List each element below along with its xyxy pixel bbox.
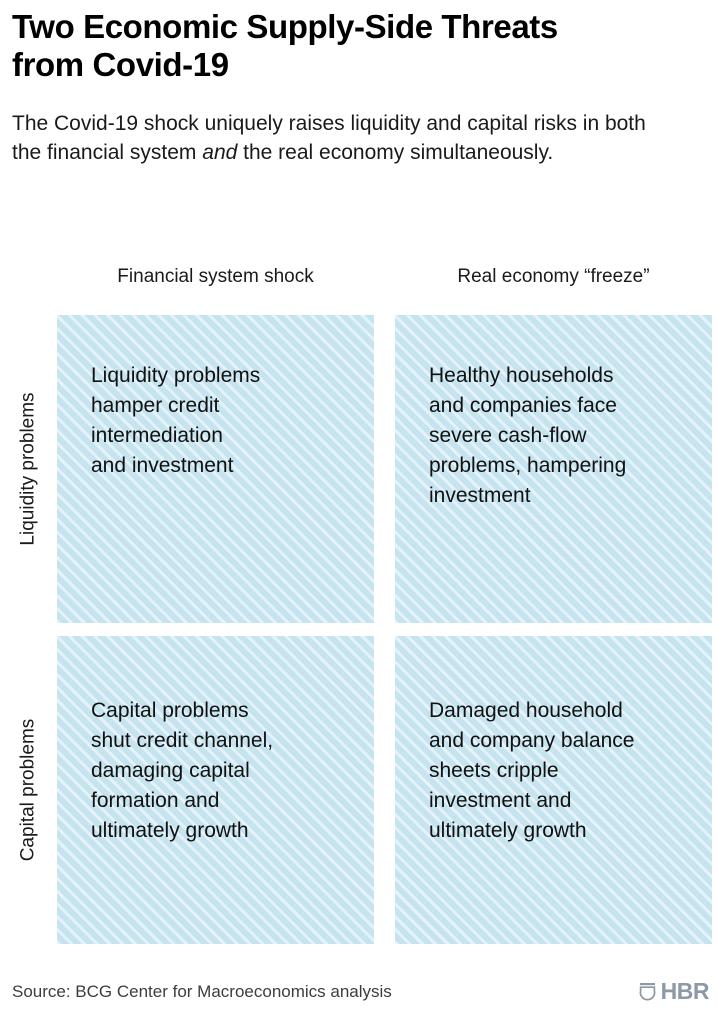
- column-header-row: Financial system shock Real economy “fre…: [0, 266, 717, 300]
- matrix-cell-text: Liquidity problems hamper credit interme…: [91, 364, 261, 478]
- source-note: Source: BCG Center for Macroeconomics an…: [12, 982, 392, 1001]
- row-label-capital-problems-text: Capital problems: [17, 718, 39, 862]
- matrix-cell-capital-financial: Capital problems shut credit channel, da…: [57, 636, 374, 944]
- header: Two Economic Supply-Side Threats from Co…: [12, 8, 702, 168]
- column-header-financial-system-shock: Financial system shock: [117, 266, 314, 287]
- hbr-shield-icon: [639, 983, 656, 1001]
- subtitle-part-1: The Covid-19 shock uniquely raises liqui…: [12, 111, 646, 164]
- row-label-liquidity-problems-text: Liquidity problems: [17, 392, 39, 546]
- subtitle-part-2: the real economy simultaneously.: [237, 140, 554, 164]
- matrix-grid: Liquidity problems Capital problems Liqu…: [0, 315, 717, 944]
- column-header-real-economy-freeze: Real economy “freeze”: [457, 266, 650, 287]
- matrix-cell-text: Capital problems shut credit channel, da…: [91, 699, 274, 843]
- hbr-logo: HBR: [639, 978, 710, 1004]
- matrix-cell-text: Healthy households and companies face se…: [429, 364, 627, 508]
- row-label-liquidity-problems: Liquidity problems: [0, 315, 57, 623]
- page-title: Two Economic Supply-Side Threats from Co…: [12, 8, 558, 83]
- two-by-two-matrix: Financial system shock Real economy “fre…: [0, 266, 717, 944]
- matrix-cell-liquidity-financial: Liquidity problems hamper credit interme…: [57, 315, 374, 623]
- footer: Source: BCG Center for Macroeconomics an…: [0, 960, 717, 1024]
- row-label-capital-problems: Capital problems: [0, 636, 57, 944]
- matrix-cell-text: Damaged household and company balance sh…: [429, 699, 635, 843]
- matrix-cell-capital-real-economy: Damaged household and company balance sh…: [395, 636, 712, 944]
- page-subtitle: The Covid-19 shock uniquely raises liqui…: [12, 110, 657, 168]
- subtitle-emphasis: and: [202, 140, 238, 164]
- hbr-logo-text: HBR: [660, 978, 710, 1004]
- matrix-cell-liquidity-real-economy: Healthy households and companies face se…: [395, 315, 712, 623]
